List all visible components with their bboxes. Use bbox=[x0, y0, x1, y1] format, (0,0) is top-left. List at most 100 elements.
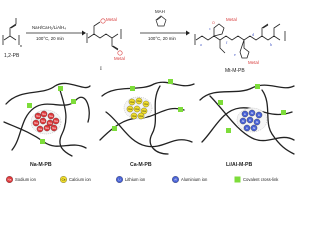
ion-marker: Ca bbox=[128, 98, 136, 106]
step2-conditions: 100°C, 20 min bbox=[148, 36, 176, 41]
legend-symbol: Li bbox=[118, 178, 121, 182]
crosslink-node bbox=[27, 103, 32, 108]
ion-circle bbox=[130, 112, 138, 120]
ion-marker: Na bbox=[34, 112, 42, 120]
ion-symbol: Al bbox=[253, 126, 256, 130]
step1-conditions: 100°C, 20 min bbox=[36, 36, 64, 41]
ion-symbol: Li bbox=[249, 118, 252, 122]
legend-symbol: Na bbox=[8, 178, 12, 182]
ion-marker: Li bbox=[255, 111, 263, 119]
ion-symbol: Li bbox=[246, 126, 249, 130]
ion-symbol: Ca bbox=[130, 100, 134, 104]
ion-marker: Al bbox=[253, 118, 261, 126]
ion-symbol: Ca bbox=[128, 107, 132, 111]
legend-symbol: Al bbox=[174, 178, 177, 182]
ion-symbol: Na bbox=[41, 119, 45, 123]
ion-marker: Al bbox=[248, 109, 256, 117]
ion-circle bbox=[253, 118, 261, 126]
ion-circle bbox=[34, 112, 42, 120]
monomer-structure bbox=[2, 18, 20, 45]
monomer-label: 1,2-PB bbox=[4, 53, 20, 59]
letter-a: a bbox=[200, 42, 202, 47]
reaction-arrow-1 bbox=[26, 30, 86, 36]
ion-circle bbox=[250, 124, 258, 132]
legend-label: Calcium ion bbox=[69, 177, 92, 182]
ion-marker: Ca bbox=[142, 100, 150, 108]
crosslink-node bbox=[40, 139, 45, 144]
ion-symbol: Na bbox=[45, 126, 49, 130]
ion-circle bbox=[39, 117, 47, 125]
crosslink-node bbox=[112, 126, 117, 131]
legend-swatch bbox=[60, 176, 67, 183]
ion-symbol: Li bbox=[258, 113, 261, 117]
legend-swatch bbox=[6, 176, 13, 183]
ion-symbol: Na bbox=[38, 127, 42, 131]
letter-c: c bbox=[209, 26, 211, 31]
ion-symbol: Ca bbox=[137, 99, 141, 103]
ion-circle bbox=[248, 109, 256, 117]
product-structure bbox=[194, 23, 286, 59]
ion-circle bbox=[239, 117, 247, 125]
crosslink-node bbox=[218, 100, 223, 105]
ion-marker: Li bbox=[246, 116, 254, 124]
product-metal-top: Metal bbox=[226, 17, 237, 22]
ion-symbol: Ca bbox=[135, 107, 139, 111]
ion-circle bbox=[246, 116, 254, 124]
ion-circle bbox=[255, 111, 263, 119]
ion-marker: Na bbox=[46, 119, 54, 127]
legend-label: Sodium ion bbox=[15, 177, 37, 182]
ion-circle bbox=[137, 112, 145, 120]
legend-swatch bbox=[234, 176, 241, 183]
network-label: Li/Al-M-PB bbox=[226, 162, 252, 168]
intermediate-label: I bbox=[100, 66, 102, 72]
ion-marker: Na bbox=[47, 112, 55, 120]
ion-circle bbox=[128, 98, 136, 106]
ion-symbol: Na bbox=[49, 114, 53, 118]
letter-f: f bbox=[226, 40, 228, 45]
ion-marker: Na bbox=[36, 125, 44, 133]
ion-circle bbox=[135, 97, 143, 105]
ion-marker: Ca bbox=[140, 107, 148, 115]
ion-circle bbox=[241, 110, 249, 118]
crosslink-node bbox=[71, 99, 76, 104]
polymer-chains bbox=[199, 84, 295, 155]
ion-marker: Na bbox=[40, 110, 48, 118]
ion-marker: Na bbox=[43, 124, 51, 132]
charge-plus-icon-bottom bbox=[117, 50, 123, 56]
ion-marker: Li bbox=[243, 124, 251, 132]
ion-marker: Ca bbox=[137, 112, 145, 120]
ion-marker: Ca bbox=[133, 105, 141, 113]
ion-symbol: Na bbox=[36, 114, 40, 118]
letter-b: b bbox=[270, 42, 272, 47]
ion-symbol: Na bbox=[54, 119, 58, 123]
crosslink-node bbox=[226, 128, 231, 133]
ion-marker: Al bbox=[239, 117, 247, 125]
legend-label: Lithium ion bbox=[125, 177, 146, 182]
reaction-arrow-2 bbox=[140, 30, 190, 36]
ion-symbol: Al bbox=[251, 111, 254, 115]
product-label: Mt-M-PB bbox=[225, 68, 245, 74]
legend-item: Li Lithium ion bbox=[116, 176, 146, 183]
legend-item: Covalent cross-link bbox=[234, 176, 279, 183]
ion-symbol: Na bbox=[34, 121, 38, 125]
product-metal-bottom: Metal bbox=[248, 60, 259, 65]
ion-circle bbox=[52, 117, 60, 125]
legend-swatch bbox=[172, 176, 179, 183]
legend-label: Covalent cross-link bbox=[243, 177, 279, 182]
step1-reagent: NaH/CaH₂/LiAlH₄ bbox=[32, 25, 66, 30]
ion-marker: Na bbox=[32, 119, 40, 127]
intermediate-metal-top: Metal bbox=[106, 17, 117, 22]
ion-marker: Li bbox=[241, 110, 249, 118]
letter-e: e bbox=[234, 52, 236, 57]
ion-circle bbox=[126, 105, 134, 113]
ion-circle bbox=[40, 110, 48, 118]
